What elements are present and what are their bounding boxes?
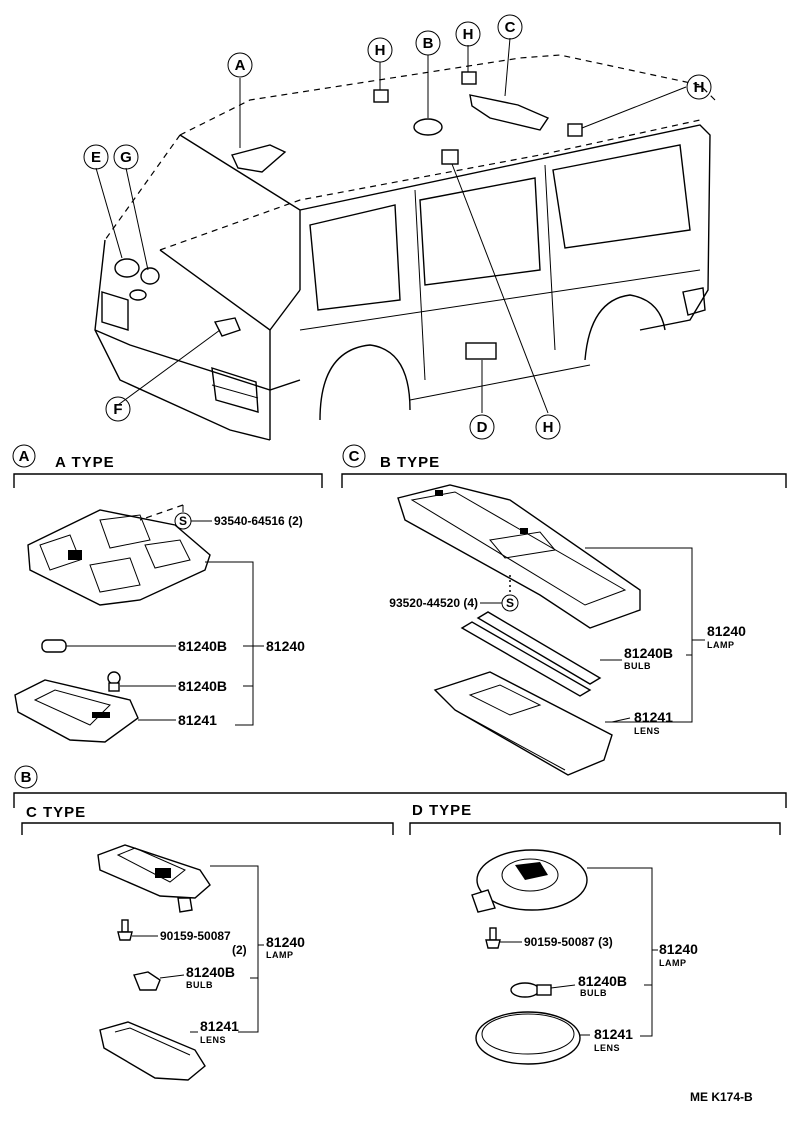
d-lens-label: LENS — [594, 1043, 620, 1053]
callout-h-3: H — [686, 74, 712, 100]
b-bracket — [585, 547, 693, 723]
svg-text:D TYPE: D TYPE — [412, 802, 472, 819]
callout-b-top: B — [415, 30, 441, 56]
svg-text:C: C — [349, 448, 360, 465]
svg-text:H: H — [694, 79, 705, 96]
a-lens — [14, 679, 139, 743]
svg-text:B TYPE: B TYPE — [380, 454, 440, 471]
svg-text:E: E — [91, 149, 101, 166]
a-lamp-number: 81240 — [266, 638, 305, 654]
a-lens-number: 81241 — [178, 712, 217, 728]
svg-text:A: A — [19, 448, 30, 465]
a-screw-number: 93540-64516 (2) — [214, 514, 303, 528]
c-bracket — [210, 865, 259, 1033]
a-bulb-2-number: 81240B — [178, 678, 227, 694]
d-screw-number: 90159-50087 (3) — [524, 935, 613, 949]
d-lens — [475, 1011, 581, 1065]
b-lens-number: 81241 — [634, 709, 673, 725]
callout-e: E — [83, 144, 109, 170]
section-a-header: A A TYPE — [12, 444, 323, 488]
callout-c-top: C — [497, 14, 523, 40]
svg-text:F: F — [113, 401, 122, 418]
a-bulb-wedge — [107, 671, 121, 692]
section-c-type-header: C TYPE — [21, 804, 394, 835]
b-lens — [433, 671, 613, 776]
svg-text:B: B — [423, 35, 434, 52]
svg-text:A: A — [235, 57, 246, 74]
section-c-header: C B TYPE — [341, 444, 787, 488]
c-lens — [99, 1021, 206, 1081]
c-bulb — [133, 971, 161, 991]
b-lamp-label: LAMP — [707, 640, 735, 650]
c-screw-qty: (2) — [232, 943, 247, 957]
a-bulb-festoon — [41, 639, 67, 653]
a-bulb-1-number: 81240B — [178, 638, 227, 654]
d-screw — [485, 927, 501, 949]
callout-f: F — [105, 396, 131, 422]
c-lamp-number: 81240 — [266, 934, 305, 950]
b-bulb-label: BULB — [624, 661, 651, 671]
d-lamp-label: LAMP — [659, 958, 687, 968]
van-illustration — [94, 37, 716, 441]
c-screw-number: 90159-50087 — [160, 929, 231, 943]
svg-text:A TYPE: A TYPE — [55, 454, 115, 471]
d-bracket — [587, 867, 653, 1037]
b-lamp-number: 81240 — [707, 623, 746, 639]
section-b-header: B — [13, 765, 787, 808]
diagram-code: ME K174-B — [690, 1090, 753, 1104]
c-lamp-label: LAMP — [266, 950, 294, 960]
b-lens-label: LENS — [634, 726, 660, 736]
svg-text:C TYPE: C TYPE — [26, 804, 86, 821]
d-bulb-label: BULB — [580, 988, 607, 998]
b-screw-number: 93520-44520 (4) — [389, 596, 478, 610]
callout-g: G — [113, 144, 139, 170]
d-lamp-number: 81240 — [659, 941, 698, 957]
b-screw-s: S — [501, 594, 519, 612]
b-bulb-number: 81240B — [624, 645, 673, 661]
c-bulb-label: BULB — [186, 980, 213, 990]
callout-h-2: H — [455, 21, 481, 47]
callout-h-4: H — [535, 414, 561, 440]
b-fluorescent-tube — [460, 611, 602, 697]
callout-a-top: A — [227, 52, 253, 78]
b-type-lamp-housing — [397, 484, 641, 629]
a-screw-s: S — [174, 512, 192, 530]
a-bracket — [205, 561, 254, 726]
section-d-type-header: D TYPE — [409, 802, 781, 835]
svg-text:G: G — [120, 149, 132, 166]
c-screw — [117, 919, 133, 941]
c-bulb-number: 81240B — [186, 964, 235, 980]
d-type-lamp-housing — [471, 849, 588, 913]
c-lens-label: LENS — [200, 1035, 226, 1045]
d-bulb — [510, 982, 552, 998]
d-bulb-number: 81240B — [578, 973, 627, 989]
svg-text:H: H — [375, 42, 386, 59]
c-type-lamp-housing — [97, 844, 211, 913]
svg-text:H: H — [463, 26, 474, 43]
svg-text:S: S — [506, 596, 514, 610]
svg-text:S: S — [179, 514, 187, 528]
svg-text:H: H — [543, 419, 554, 436]
svg-text:D: D — [477, 419, 488, 436]
callout-h-1: H — [367, 37, 393, 63]
c-lens-number: 81241 — [200, 1018, 239, 1034]
a-type-lamp-housing — [27, 509, 211, 606]
d-lens-number: 81241 — [594, 1026, 633, 1042]
svg-text:C: C — [505, 19, 516, 36]
svg-text:B: B — [21, 769, 32, 786]
a-screw-dash — [139, 504, 184, 521]
callout-d: D — [469, 414, 495, 440]
